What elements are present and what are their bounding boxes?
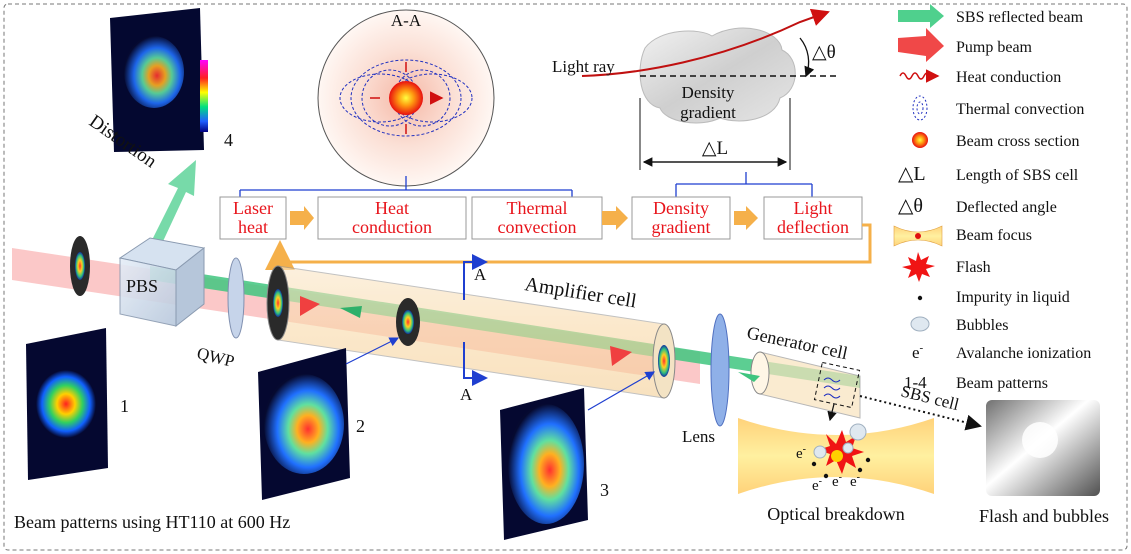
distortion-arrow xyxy=(148,160,196,252)
figure-frame xyxy=(3,3,1128,551)
legend-label-0: SBS reflected beam xyxy=(956,9,1084,26)
section-label: A-A xyxy=(391,11,422,30)
pump-beam-arrow-icon xyxy=(898,28,944,62)
beam-core-icon xyxy=(389,81,423,115)
legend-label-9: Impurity in liquid xyxy=(956,289,1070,306)
refraction-bracket xyxy=(675,172,813,197)
electron-label-3: e- xyxy=(832,472,842,490)
sbs-beam-arrow-icon xyxy=(898,4,944,28)
refraction-inset: Light ray △θ Density gradient △L xyxy=(552,8,838,170)
step-laser-heat-2: heat xyxy=(238,217,268,237)
density-gradient-label-1: Density xyxy=(682,83,735,102)
legend-label-7: Beam focus xyxy=(956,227,1032,244)
beam-pattern-3: 3 xyxy=(500,371,656,540)
legend-label-1: Pump beam xyxy=(956,39,1033,56)
legend: SBS reflected beam Pump beam Heat conduc… xyxy=(893,4,1091,392)
section-a-top: A xyxy=(474,265,487,284)
step-laser-heat-1: Laser xyxy=(233,198,273,218)
step-heat-conduction-2: conduction xyxy=(352,217,432,237)
electron-label-4: e- xyxy=(850,472,860,490)
electron-label-1: e- xyxy=(796,444,806,462)
feedback-arrow xyxy=(265,223,872,270)
step-heat-conduction-1: Heat xyxy=(375,198,409,218)
delta-l-label: △L xyxy=(702,138,728,159)
electron-label-2: e- xyxy=(812,476,822,494)
beam-pattern-4: 4 xyxy=(110,8,233,152)
beam-patterns-symbol: 1-4 xyxy=(904,373,927,392)
pbs-label: PBS xyxy=(126,276,158,296)
pbs-cube: PBS xyxy=(118,237,206,328)
chain-arrow-3 xyxy=(734,206,758,230)
legend-label-6: Deflected angle xyxy=(956,199,1057,216)
deflected-ray xyxy=(581,8,830,77)
lens-label: Lens xyxy=(682,427,715,446)
thermal-convection-icon xyxy=(912,95,928,121)
cross-section-inset: A-A xyxy=(317,9,495,187)
legend-label-8: Flash xyxy=(956,259,991,276)
delta-l-symbol: △L xyxy=(898,163,926,185)
breakdown-pointer xyxy=(827,403,837,422)
flash-and-bubbles-label: Flash and bubbles xyxy=(979,506,1109,526)
legend-label-5: Length of SBS cell xyxy=(956,167,1079,184)
process-chain: Laser heat Heat conduction Thermal conve… xyxy=(219,196,872,270)
bubble-icon xyxy=(910,316,930,332)
step-box-heat-conduction xyxy=(317,196,467,240)
pattern-number-4: 4 xyxy=(224,130,233,150)
step-light-deflection-1: Light xyxy=(794,198,833,218)
input-beam-spot xyxy=(70,236,90,296)
flash-photo: Flash and bubbles xyxy=(979,400,1109,526)
pattern-number-1: 1 xyxy=(120,396,129,416)
step-thermal-convection-2: convection xyxy=(498,217,577,237)
legend-label-12: Beam patterns xyxy=(956,375,1048,392)
generator-cell: Generator cell SBS cell xyxy=(738,322,961,419)
step-box-laser-heat xyxy=(219,196,287,240)
step-box-thermal-convection xyxy=(471,196,603,240)
pattern-number-3: 3 xyxy=(600,480,609,500)
section-a-bottom: A xyxy=(460,385,473,404)
pattern-number-2: 2 xyxy=(356,416,365,436)
optical-breakdown-label: Optical breakdown xyxy=(767,504,904,524)
flash-icon xyxy=(902,252,935,282)
step-light-deflection-2: deflection xyxy=(777,217,849,237)
electron-symbol: e- xyxy=(912,342,924,362)
step-thermal-convection-1: Thermal xyxy=(507,198,568,218)
step-density-gradient-2: gradient xyxy=(652,217,711,237)
section-marker-bottom xyxy=(463,342,488,386)
delta-theta-symbol: △θ xyxy=(898,195,923,217)
qwp-label: QWP xyxy=(195,343,236,371)
density-cloud xyxy=(639,27,796,124)
chain-arrow-2 xyxy=(602,206,628,230)
section-bracket xyxy=(239,176,573,197)
step-box-light-deflection xyxy=(763,196,863,240)
light-ray-label: Light ray xyxy=(552,57,615,76)
sbs-cell-box xyxy=(813,361,861,409)
section-marker-top xyxy=(463,254,488,300)
optical-breakdown-inset: e- e- e- e- Optical breakdown xyxy=(738,418,934,524)
legend-label-2: Heat conduction xyxy=(956,69,1061,86)
beam-patterns-caption: Beam patterns using HT110 at 600 Hz xyxy=(14,512,290,532)
sbs-cell-pointer xyxy=(859,395,982,431)
heat-conduction-wave-icon xyxy=(899,69,940,83)
density-gradient-label-2: gradient xyxy=(680,103,736,122)
focusing-lens: Lens xyxy=(682,313,730,446)
beam-cross-section-icon xyxy=(912,132,928,148)
beam-pattern-1: 1 xyxy=(26,328,129,480)
amplifier-cell xyxy=(266,265,676,399)
chain-arrow-1 xyxy=(290,206,314,230)
step-box-density-gradient xyxy=(631,196,731,240)
legend-label-11: Avalanche ionization xyxy=(956,345,1091,362)
legend-label-4: Beam cross section xyxy=(956,133,1080,150)
step-density-gradient-1: Density xyxy=(653,198,709,218)
legend-label-10: Bubbles xyxy=(956,317,1008,334)
beam-pattern-2: 2 xyxy=(258,337,400,500)
legend-label-3: Thermal convection xyxy=(956,101,1084,118)
impurity-dot-icon xyxy=(917,295,923,301)
delta-theta-label: △θ xyxy=(812,42,836,63)
